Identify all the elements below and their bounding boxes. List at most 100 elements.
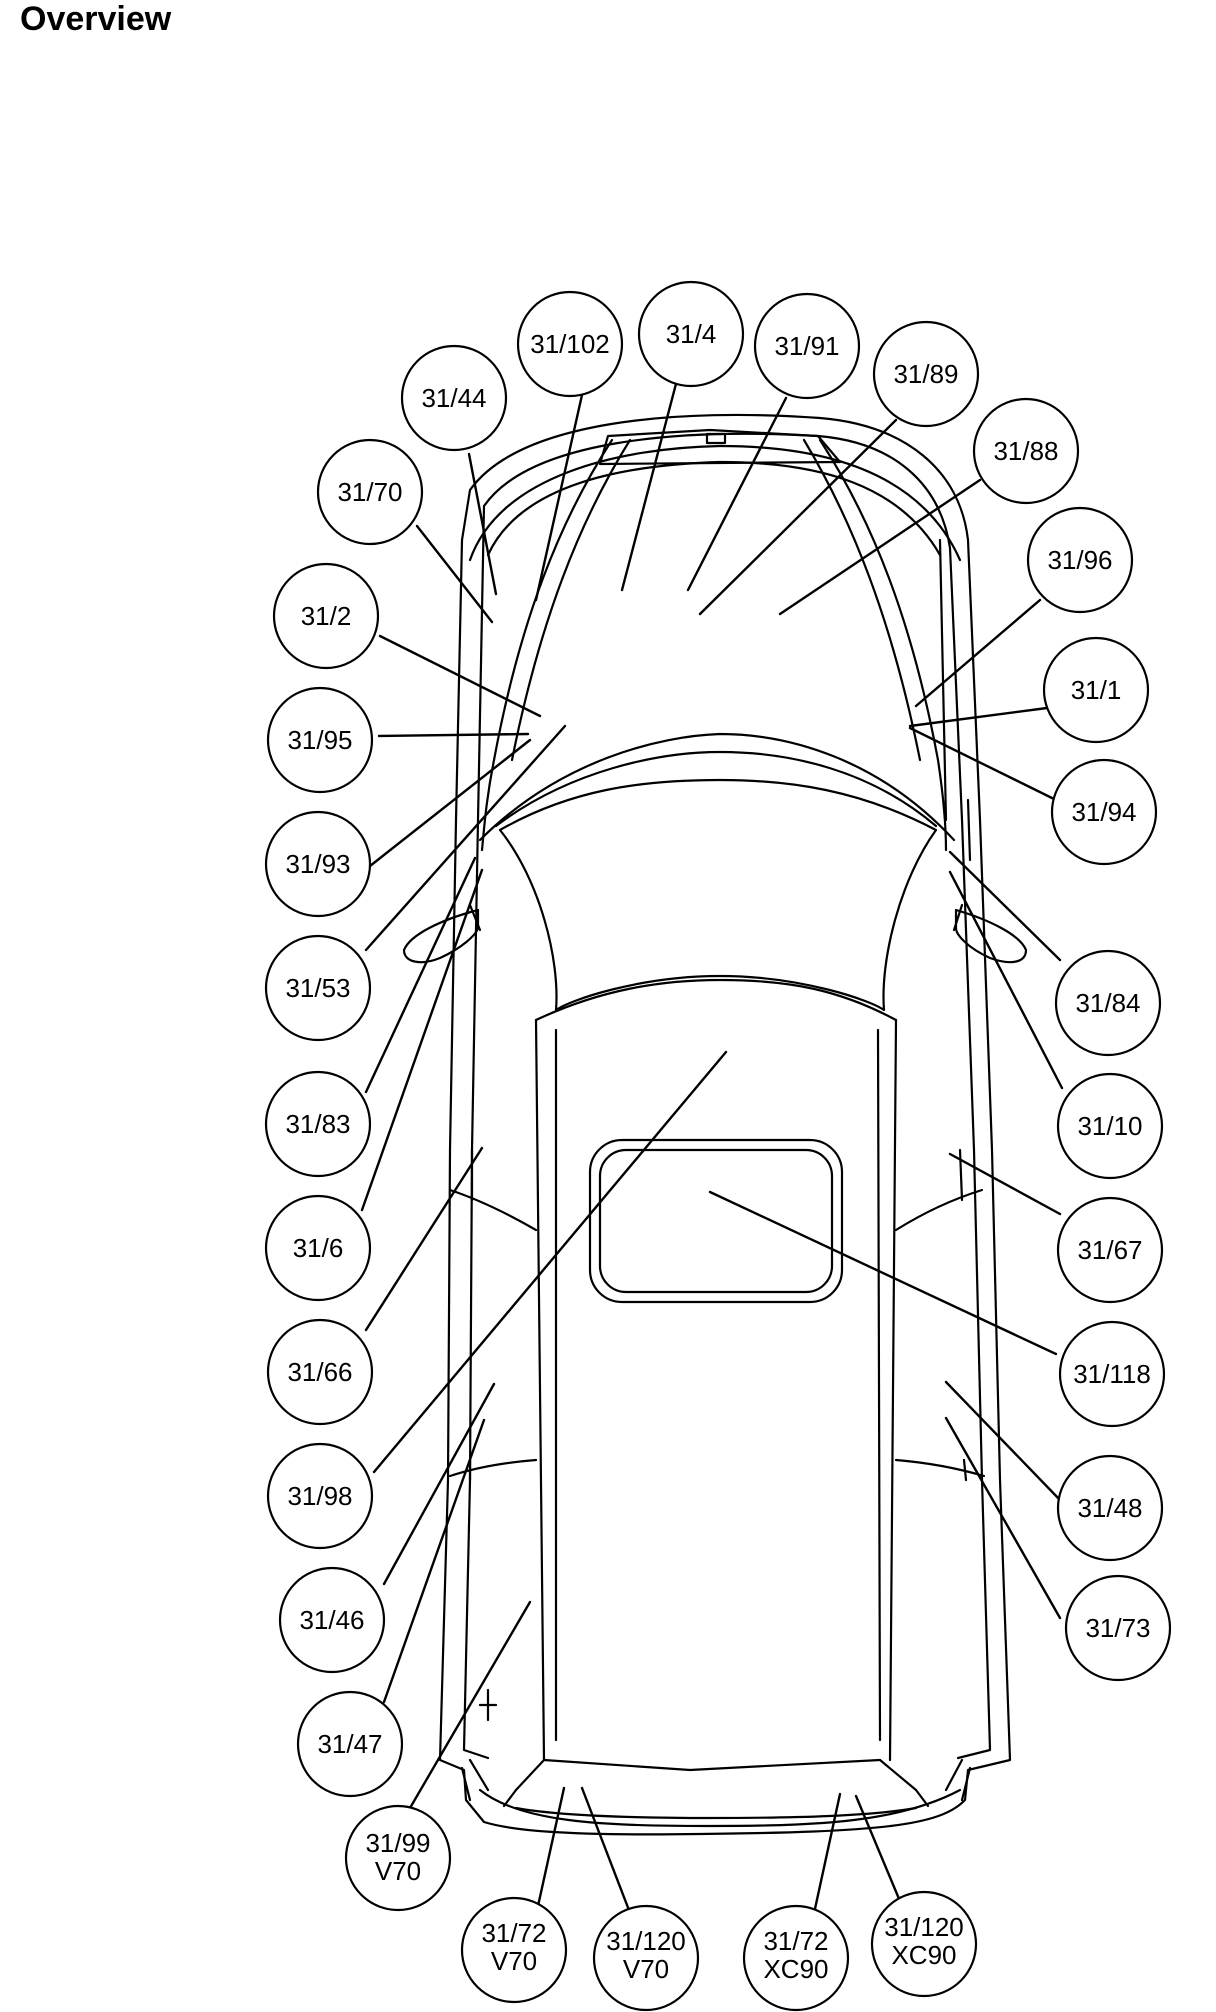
car-rear-tailgate: [502, 1758, 930, 1808]
leader-31-120-v70: [580, 1786, 634, 1920]
leader-31-70: [415, 524, 494, 624]
callout-label-line1: 31/120: [606, 1926, 686, 1956]
callout-label: 31/67: [1077, 1235, 1142, 1265]
leader-31-120-xc90: [854, 1794, 904, 1908]
car-mirror-base-left: [468, 903, 482, 932]
leader-31-94: [908, 726, 1058, 802]
car-rear-lights-right: [944, 1758, 972, 1802]
callout-31-118: 31/118: [1058, 1320, 1166, 1428]
callout-31-73: 31/73: [1064, 1574, 1172, 1682]
car-roof-right-rail-inner: [876, 1028, 882, 1742]
callout-31-102: 31/102: [516, 290, 624, 398]
car-roof: [534, 978, 898, 1022]
car-sunroof-inner: [598, 1148, 834, 1294]
callout-label: 31/1: [1071, 675, 1122, 705]
car-body-side-right-marker: [966, 798, 972, 862]
callout-label-line1: 31/72: [763, 1926, 828, 1956]
callout-label-line2: V70: [623, 1954, 669, 1984]
callout-label: 31/88: [993, 436, 1058, 466]
callout-label: 31/93: [285, 849, 350, 879]
callout-31-89: 31/89: [872, 320, 980, 428]
car-door-right-rear: [894, 1458, 986, 1478]
callout-31-10: 31/10: [1056, 1072, 1164, 1180]
callout-31-84: 31/84: [1054, 949, 1162, 1057]
car-door-right-front: [894, 1188, 984, 1232]
callout-label: 31/44: [421, 383, 486, 413]
leader-31-2: [378, 634, 542, 718]
leader-31-89: [698, 418, 898, 616]
callout-31-53: 31/53: [264, 934, 372, 1042]
car-hood-right-inner: [802, 438, 922, 762]
callout-label: 31/66: [287, 1357, 352, 1387]
car-wheelarch-right: [958, 1148, 968, 1482]
callout-label-line2: XC90: [891, 1940, 956, 1970]
callout-label: 31/94: [1071, 797, 1136, 827]
leader-31-84: [948, 850, 1062, 962]
callout-label-line1: 31/99: [365, 1828, 430, 1858]
leader-31-67: [948, 1152, 1062, 1216]
callout-31-70: 31/70: [316, 438, 424, 546]
callout-31-98: 31/98: [266, 1442, 374, 1550]
leader-31-47: [382, 1418, 486, 1704]
leader-31-4: [620, 378, 679, 592]
leader-lines: [360, 378, 1064, 1920]
car-front-bumper: [468, 444, 962, 562]
callout-31-4: 31/4: [637, 280, 745, 388]
leader-31-102: [534, 393, 584, 602]
callout-31-120-v70: 31/120 V70: [592, 1904, 700, 2012]
callout-31-99-v70: 31/99 V70: [344, 1804, 452, 1912]
callout-31-48: 31/48: [1056, 1454, 1164, 1562]
callout-label: 31/4: [666, 319, 717, 349]
car-door-left-rear: [448, 1458, 538, 1478]
callout-31-1: 31/1: [1042, 636, 1150, 744]
leader-31-91: [686, 396, 788, 592]
car-wheelarch-left: [468, 1148, 474, 1482]
callout-label-line1: 31/120: [884, 1912, 964, 1942]
leader-31-73: [944, 1416, 1062, 1620]
callout-label: 31/96: [1047, 545, 1112, 575]
leader-31-93: [368, 738, 532, 868]
callout-label: 31/118: [1073, 1359, 1151, 1389]
callout-31-96: 31/96: [1026, 506, 1134, 614]
leader-31-72-xc90: [811, 1792, 842, 1920]
leader-31-66: [364, 1146, 484, 1332]
leader-31-10: [948, 870, 1064, 1090]
callout-label-line2: V70: [491, 1946, 537, 1976]
leader-31-46: [382, 1382, 496, 1586]
car-outline: [402, 413, 1028, 1836]
callout-label: 31/95: [287, 725, 352, 755]
car-cowl: [598, 428, 842, 466]
callout-label: 31/84: [1075, 988, 1140, 1018]
callout-label: 31/83: [285, 1109, 350, 1139]
car-rear-bumper: [478, 1788, 962, 1828]
leader-31-53: [364, 724, 567, 952]
callout-31-6: 31/6: [264, 1194, 372, 1302]
car-mirror-right: [954, 908, 1028, 964]
car-sunroof-outer: [588, 1138, 844, 1304]
callout-label: 31/46: [299, 1605, 364, 1635]
leader-31-88: [778, 478, 982, 616]
page-title: Overview: [20, 0, 172, 38]
callout-label: 31/70: [337, 477, 402, 507]
car-rear-lights-left: [460, 1758, 490, 1802]
callout-label: 31/73: [1085, 1613, 1150, 1643]
leader-31-98: [372, 1050, 728, 1474]
leader-31-95: [377, 732, 530, 738]
callout-31-83: 31/83: [264, 1070, 372, 1178]
callout-31-120-xc90: 31/120 XC90: [870, 1890, 978, 1998]
leader-31-83: [364, 856, 477, 1094]
callout-label: 31/10: [1077, 1111, 1142, 1141]
callout-label: 31/48: [1077, 1493, 1142, 1523]
callout-label-line2: V70: [375, 1856, 421, 1886]
callout-label: 31/91: [774, 331, 839, 361]
car-door-left-front: [448, 1188, 538, 1232]
callout-label: 31/98: [287, 1481, 352, 1511]
callout-label: 31/47: [317, 1729, 382, 1759]
car-roof-right-rail: [888, 1018, 898, 1762]
car-windshield-inner: [494, 750, 938, 828]
callout-31-88: 31/88: [972, 397, 1080, 505]
callout-label-line1: 31/72: [481, 1918, 546, 1948]
callout-label: 31/2: [301, 601, 352, 631]
car-windshield-glass: [498, 778, 938, 1012]
callout-31-72-v70: 31/72 V70: [460, 1896, 568, 2004]
